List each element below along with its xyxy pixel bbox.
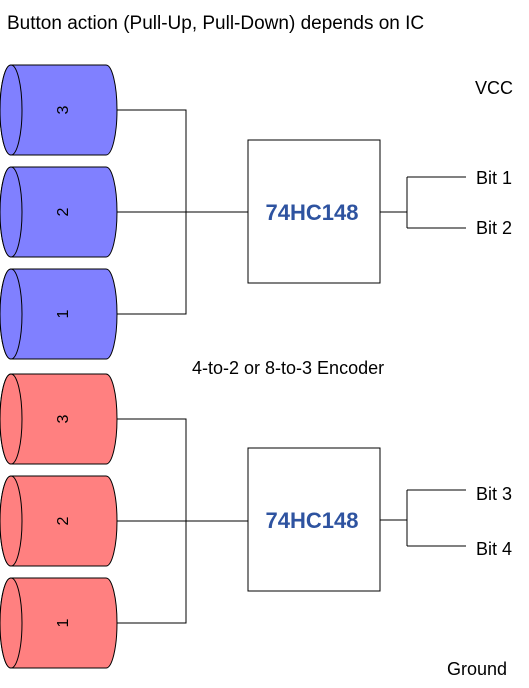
bottom-button-3-label: 3 [55,414,72,423]
bottom-button-2-label: 2 [55,516,72,525]
diagram-title: Button action (Pull-Up, Pull-Down) depen… [7,13,424,34]
bit-4-label: Bit 4 [476,539,512,559]
bottom-group: 3 2 1 74HC148 Bit 3 Bit 4 [0,373,512,669]
bottom-button-1-label: 1 [55,618,72,627]
bottom-button-3-cap [0,373,23,465]
ground-label: Ground [447,659,507,679]
bottom-button-1[interactable]: 1 [0,577,118,669]
top-button-3-cap [0,64,23,156]
bottom-encoder-chip [247,447,381,592]
bit-3-label: Bit 3 [476,484,512,504]
top-output-wires [380,176,466,229]
bottom-input-wires [117,418,248,624]
bit-2-label: Bit 2 [476,218,512,238]
encoder-caption: 4-to-2 or 8-to-3 Encoder [192,358,384,378]
bottom-button-2-cap [0,475,23,567]
top-button-1-cap [0,268,23,360]
top-button-2-label: 2 [55,207,72,216]
top-button-1-label: 1 [55,309,72,318]
top-input-wires [117,109,248,315]
top-button-2[interactable]: 2 [0,166,118,258]
bottom-output-wires [380,489,466,547]
top-encoder-chip-label: 74HC148 [266,200,359,225]
top-group: 3 2 1 74HC148 Bit 1 Bit 2 [0,64,512,360]
vcc-label: VCC [475,78,513,98]
top-button-2-cap [0,166,23,258]
bottom-encoder-chip-label: 74HC148 [266,508,359,533]
bottom-button-3[interactable]: 3 [0,373,118,465]
top-button-3[interactable]: 3 [0,64,118,156]
bit-1-label: Bit 1 [476,168,512,188]
top-encoder-chip [247,139,381,284]
top-button-1[interactable]: 1 [0,268,118,360]
bottom-button-1-cap [0,577,23,669]
bottom-button-2[interactable]: 2 [0,475,118,567]
top-button-3-label: 3 [55,105,72,114]
